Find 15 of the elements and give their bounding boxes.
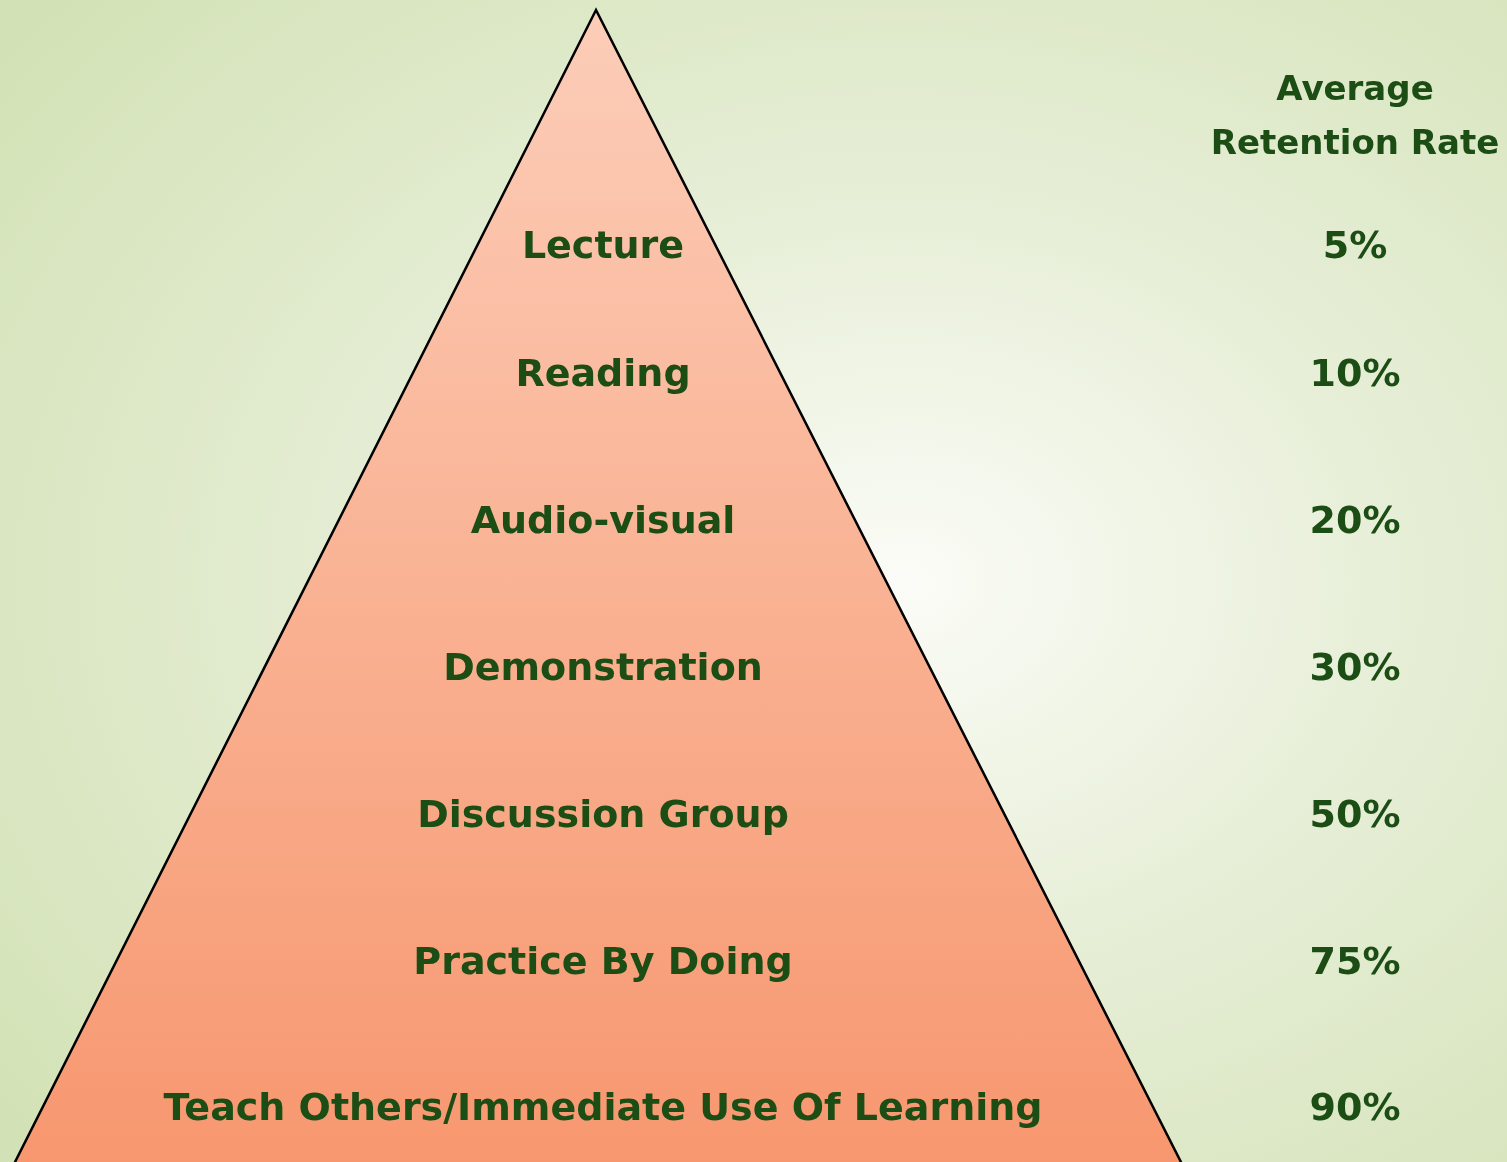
retention-rate: 90%	[1309, 1085, 1401, 1129]
retention-rate: 10%	[1309, 351, 1401, 395]
retention-rate: 5%	[1322, 223, 1388, 267]
retention-rate: 50%	[1309, 792, 1401, 836]
retention-rate: 20%	[1309, 498, 1401, 542]
level-label: Lecture	[521, 223, 685, 267]
level-label: Reading	[515, 351, 691, 395]
level-label: Discussion Group	[417, 792, 789, 836]
level-label: Audio-visual	[470, 498, 736, 542]
retention-rate: 75%	[1309, 939, 1401, 983]
level-label: Teach Others/Immediate Use Of Learning	[163, 1085, 1043, 1129]
level-label: Demonstration	[443, 645, 763, 689]
retention-rate: 30%	[1309, 645, 1401, 689]
level-label: Practice By Doing	[413, 939, 793, 983]
column-heading: Average Retention Rate	[1209, 67, 1501, 164]
